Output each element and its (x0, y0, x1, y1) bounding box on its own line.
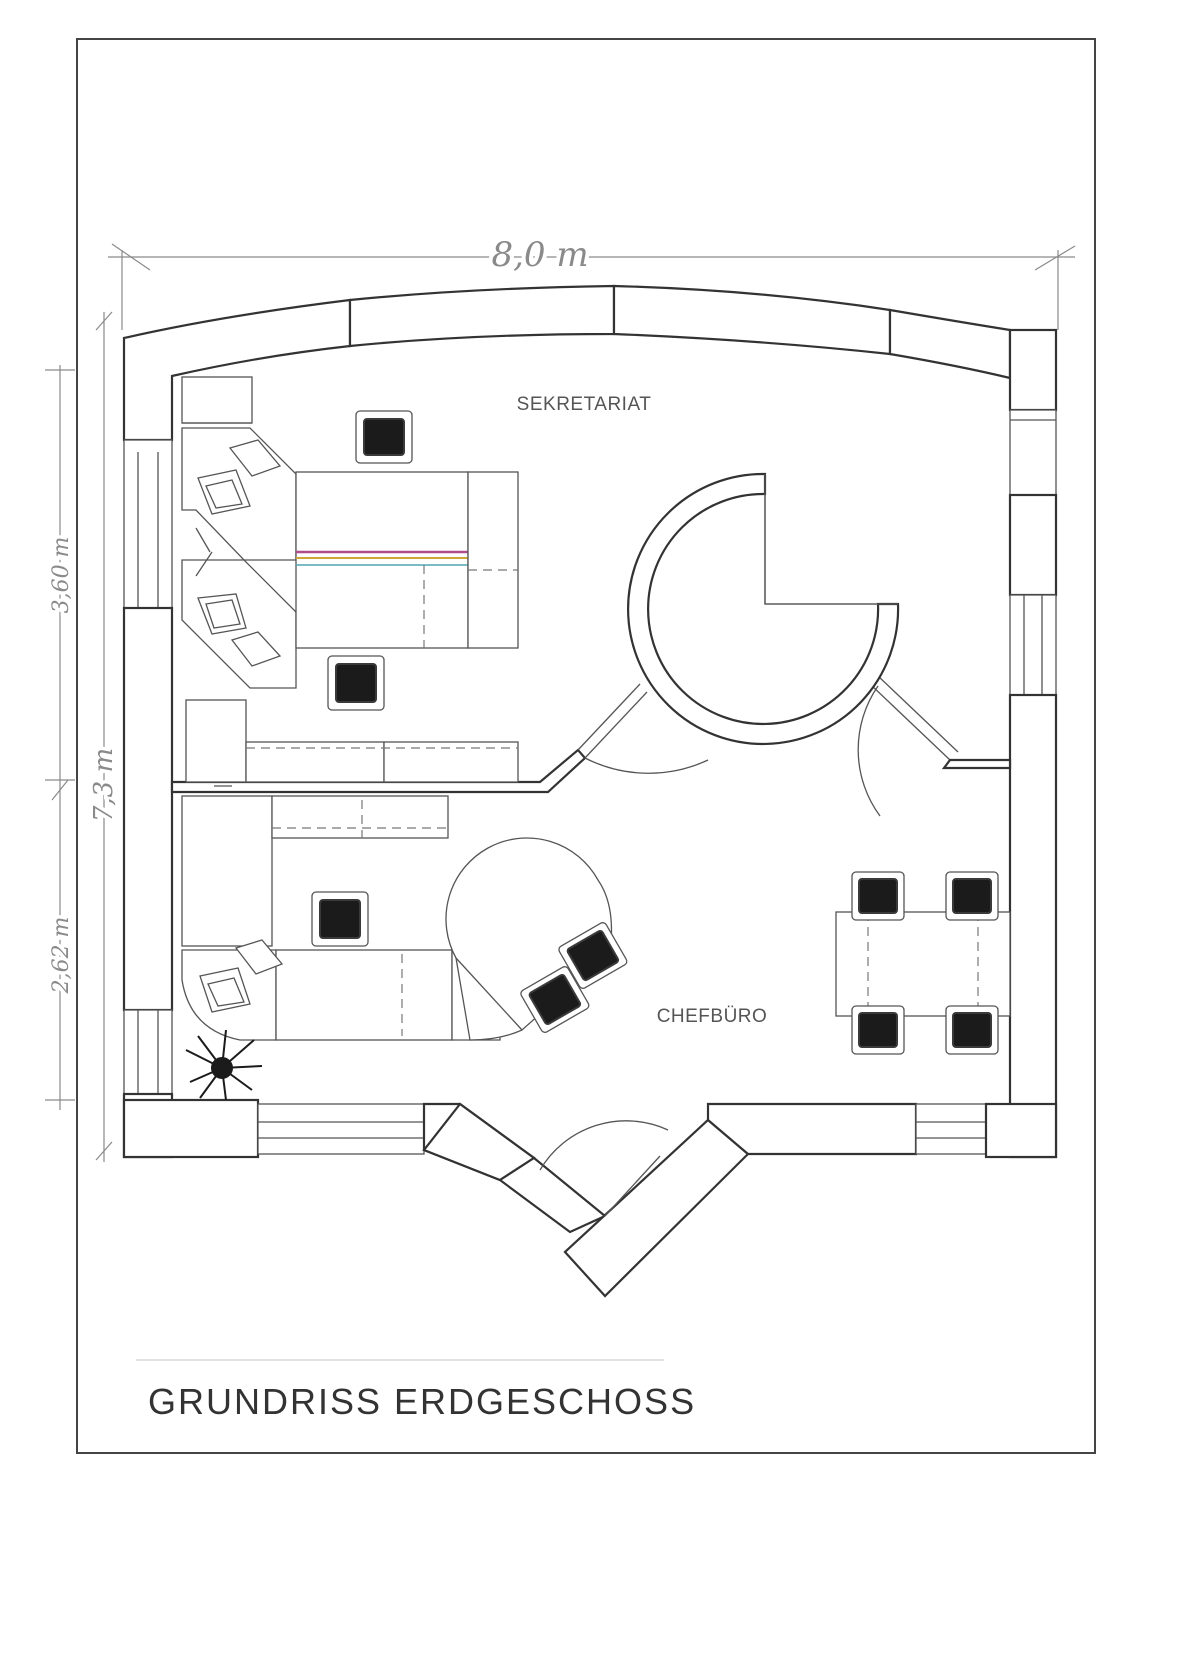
office-chair (945, 1005, 999, 1055)
office-chair (851, 1005, 905, 1055)
dimension-height-upper-label: 3,60 m (49, 537, 74, 614)
computer-terminal (199, 939, 284, 1013)
drawing-title: GRUNDRISS ERDGESCHOSS (148, 1381, 696, 1422)
office-chair (311, 891, 369, 947)
office-chair (355, 410, 413, 464)
sekretariat-furniture (181, 376, 519, 783)
office-chair (851, 871, 905, 921)
room-label-chefbuero: CHEFBÜRO (657, 1006, 768, 1027)
room-label-sekretariat: SEKRETARIAT (517, 394, 652, 415)
office-chair (327, 655, 385, 711)
interior-partition (170, 675, 1012, 817)
computer-terminal (197, 439, 282, 515)
exterior-walls (122, 284, 1058, 1298)
chefbuero-furniture (181, 795, 1011, 1101)
spiral-staircase (627, 472, 900, 746)
dimension-height-total-label: 7,3 m (89, 748, 119, 822)
dimension-height-lower-label: 2,62 m (49, 917, 74, 995)
dimension-lines (45, 243, 1076, 1162)
drawing-frame (76, 38, 1096, 1454)
office-chair (945, 871, 999, 921)
office-chair (520, 966, 590, 1033)
plant-icon (185, 1029, 263, 1101)
dimension-width-label: 8,0 m (491, 235, 588, 275)
computer-terminal (197, 593, 282, 667)
office-chair (558, 922, 628, 989)
